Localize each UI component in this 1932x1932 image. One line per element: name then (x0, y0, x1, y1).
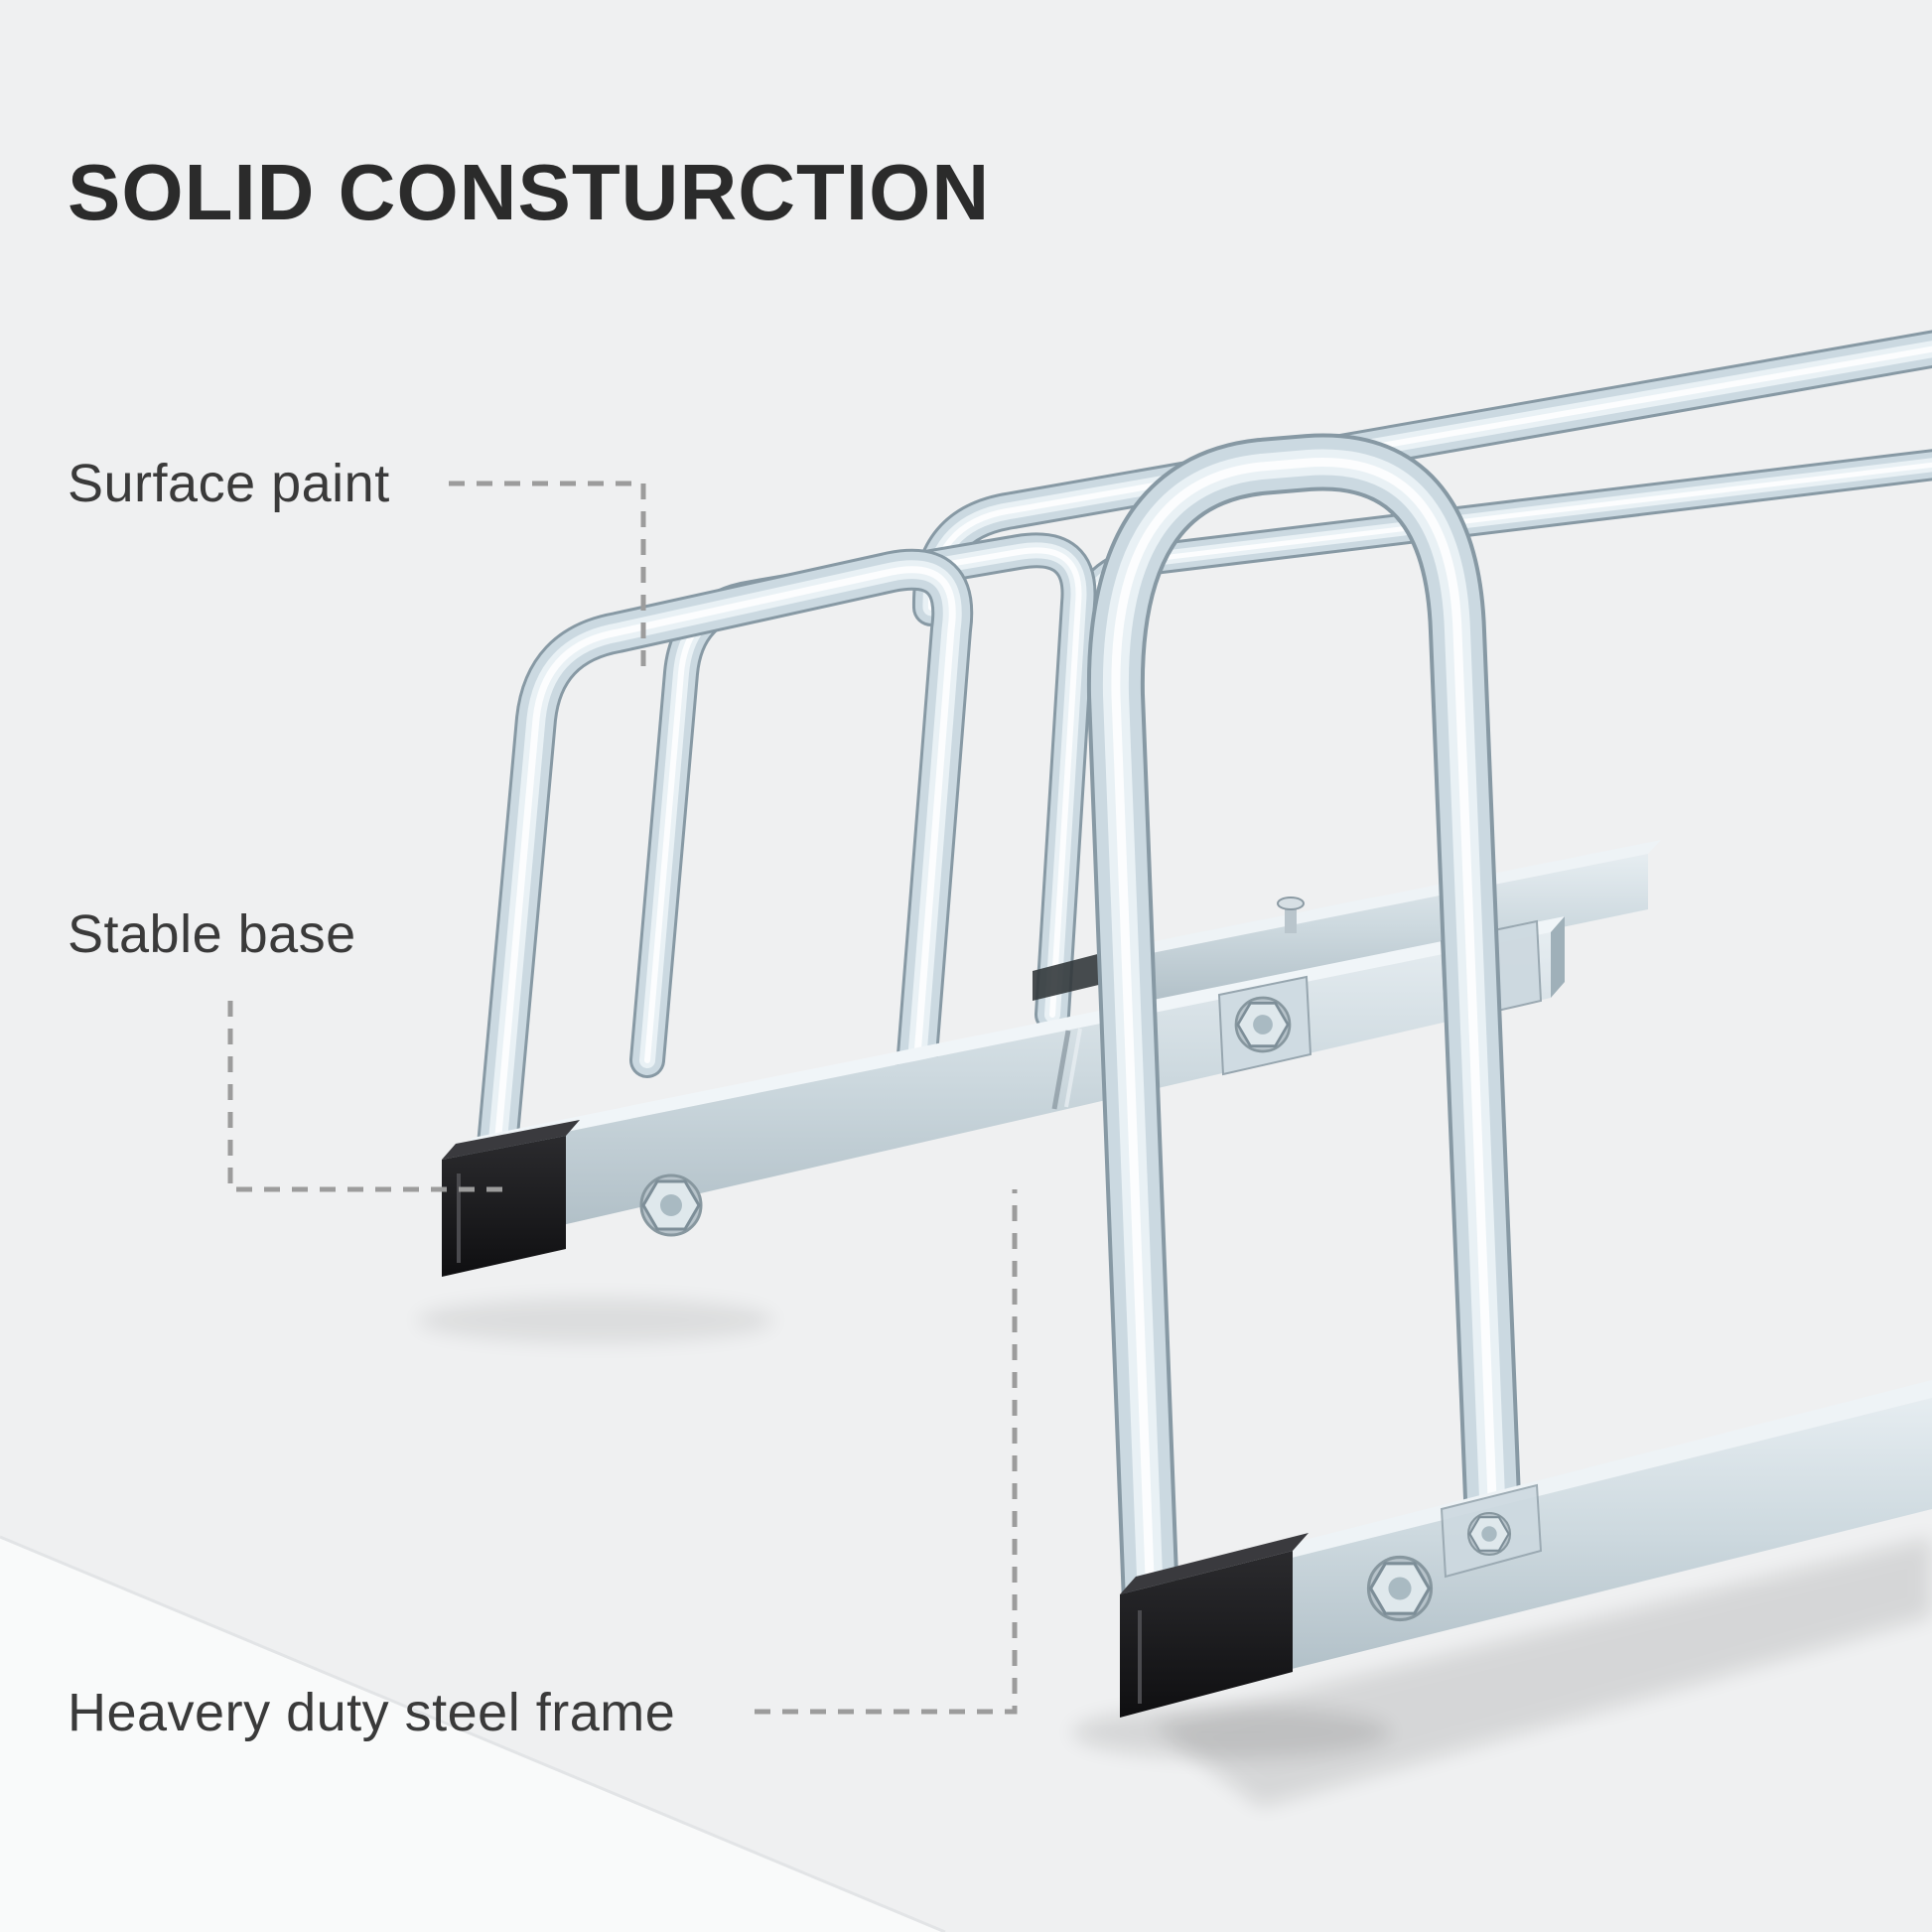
shadows (417, 1299, 1932, 1807)
leader-line-surface-paint (449, 481, 646, 669)
base-rail-rear (1142, 840, 1661, 1015)
callout-stable-base: Stable base (68, 904, 356, 964)
base-rail-front (442, 916, 1565, 1277)
hex-bolt (1466, 1511, 1512, 1557)
callout-heavy-duty-steel-frame: Heavery duty steel frame (68, 1683, 676, 1742)
page-title: SOLID CONSTURCTION (68, 148, 991, 236)
stud-bolt (1277, 897, 1305, 933)
leader-line-stable-base (227, 1001, 504, 1192)
base-rail-bottom (1120, 1380, 1932, 1718)
hex-bolt (1366, 1555, 1434, 1622)
hex-bolt (1234, 996, 1292, 1053)
rail-end-cap-front (442, 1120, 580, 1277)
leader-line-steel-frame (755, 1189, 1018, 1715)
leader-lines (227, 481, 1018, 1715)
rail-end-cap-bottom (1120, 1533, 1309, 1718)
hex-bolt (639, 1173, 703, 1237)
callout-surface-paint: Surface paint (68, 454, 390, 513)
floor (0, 1535, 946, 1932)
